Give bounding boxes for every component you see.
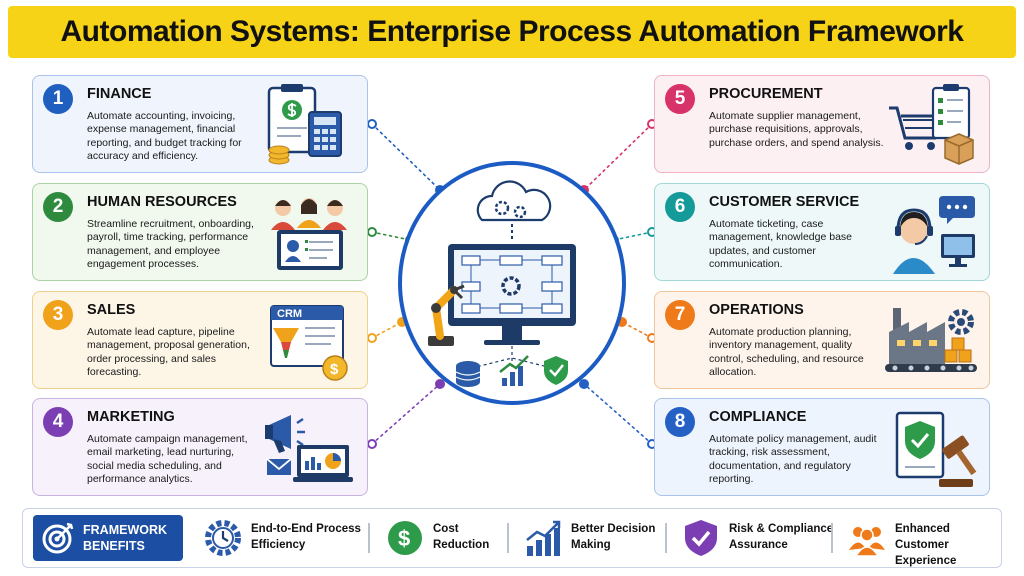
benefit-label: End-to-End Process Efficiency [251, 523, 361, 551]
card-number: 3 [43, 300, 73, 330]
robot-arm-icon [428, 284, 465, 346]
connector-sales [371, 321, 403, 339]
card-sales: 3 SALES Automate lead capture, pipeline … [32, 291, 368, 389]
connector-hr [371, 231, 411, 241]
framework-benefits-text: FRAMEWORK BENEFITS [83, 523, 168, 553]
card-title: CUSTOMER SERVICE [709, 194, 860, 210]
card-compliance: 8 COMPLIANCE Automate policy management,… [654, 398, 990, 496]
node-marketing-outer [367, 439, 377, 449]
card-number: 7 [665, 300, 695, 330]
card-number: 6 [665, 192, 695, 222]
card-finance: 1 FINANCE Automate accounting, invoicing… [32, 75, 368, 173]
separator [831, 523, 833, 553]
dollar-icon: $ [388, 521, 422, 555]
card-description: Automate policy management, audit tracki… [709, 433, 877, 486]
chart-up-icon [526, 520, 561, 556]
megaphone-email-laptop-icon [265, 415, 353, 482]
card-description: Automate accounting, invoicing, expense … [87, 110, 242, 163]
card-title: FINANCE [87, 86, 152, 102]
node-hr-outer [367, 227, 377, 237]
node-marketing-inner [435, 379, 445, 389]
node-compliance-inner [579, 379, 589, 389]
card-number: 8 [665, 407, 695, 437]
svg-text:$: $ [398, 526, 410, 551]
gear-clock-icon [205, 520, 241, 556]
card-description: Automate campaign management, email mark… [87, 433, 248, 486]
card-human-resources: 2 HUMAN RESOURCES Streamline recruitment… [32, 183, 368, 281]
people-icon [849, 527, 885, 557]
crm-funnel-icon: CRM $ [270, 305, 348, 381]
card-title: MARKETING [87, 409, 175, 425]
support-agent-icon [893, 196, 975, 274]
growth-chart-icon [499, 355, 529, 386]
shield-gavel-icon [895, 411, 977, 487]
people-profile-screen-icon [271, 198, 347, 270]
card-number: 4 [43, 407, 73, 437]
card-title: COMPLIANCE [709, 409, 807, 425]
title-bar: Automation Systems: Enterprise Process A… [8, 6, 1016, 58]
connector-procurement [583, 123, 653, 191]
cart-checklist-box-icon [889, 84, 974, 165]
card-number: 2 [43, 192, 73, 222]
factory-conveyor-icon [885, 308, 977, 372]
svg-text:$: $ [330, 361, 339, 378]
card-description: Streamline recruitment, onboarding, payr… [87, 218, 254, 271]
monitor-workflow-icon [448, 244, 576, 345]
card-number: 5 [665, 84, 695, 114]
connector-finance [371, 123, 441, 191]
card-marketing: 4 MARKETING Automate campaign management… [32, 398, 368, 496]
page-title: Automation Systems: Enterprise Process A… [60, 15, 964, 48]
card-number: 1 [43, 84, 73, 114]
clipboard-calculator-coins-icon [267, 84, 342, 165]
separator [507, 523, 509, 553]
connector-customer-service [613, 231, 653, 241]
automation-hub-icon [398, 161, 626, 405]
card-customer-service: 6 CUSTOMER SERVICE Automate ticketing, c… [654, 183, 990, 281]
benefit-label: Better Decision Making [571, 523, 656, 551]
card-procurement: 5 PROCUREMENT Automate supplier manageme… [654, 75, 990, 173]
connector-operations [621, 321, 653, 339]
card-title: SALES [87, 302, 136, 318]
separator [665, 523, 667, 553]
card-title: OPERATIONS [709, 302, 804, 318]
security-shield-icon [544, 356, 568, 385]
node-finance-outer [367, 119, 377, 129]
card-description: Automate supplier management, purchase r… [709, 110, 884, 149]
framework-benefits-label: FRAMEWORK BENEFITS [33, 515, 183, 561]
benefit-label: Cost Reduction [433, 523, 490, 551]
benefit-label: Enhanced Customer Experience [895, 523, 957, 567]
crm-label: CRM [277, 308, 302, 320]
framework-benefits-bar: FRAMEWORK BENEFITS End-to-End Process Ef… [22, 508, 1002, 568]
shield-check-icon [685, 520, 717, 556]
node-sales-outer [367, 333, 377, 343]
card-description: Automate ticketing, case management, kno… [709, 218, 853, 271]
card-description: Automate lead capture, pipeline manageme… [87, 326, 250, 379]
card-title: HUMAN RESOURCES [87, 194, 237, 210]
database-icon [455, 361, 481, 387]
benefit-label: Risk & Compliance Assurance [729, 523, 834, 551]
cloud-gears-icon [476, 180, 552, 242]
target-icon [42, 522, 74, 554]
separator [368, 523, 370, 553]
card-operations: 7 OPERATIONS Automate production plannin… [654, 291, 990, 389]
card-description: Automate production planning, inventory … [709, 326, 864, 379]
card-title: PROCUREMENT [709, 86, 823, 102]
